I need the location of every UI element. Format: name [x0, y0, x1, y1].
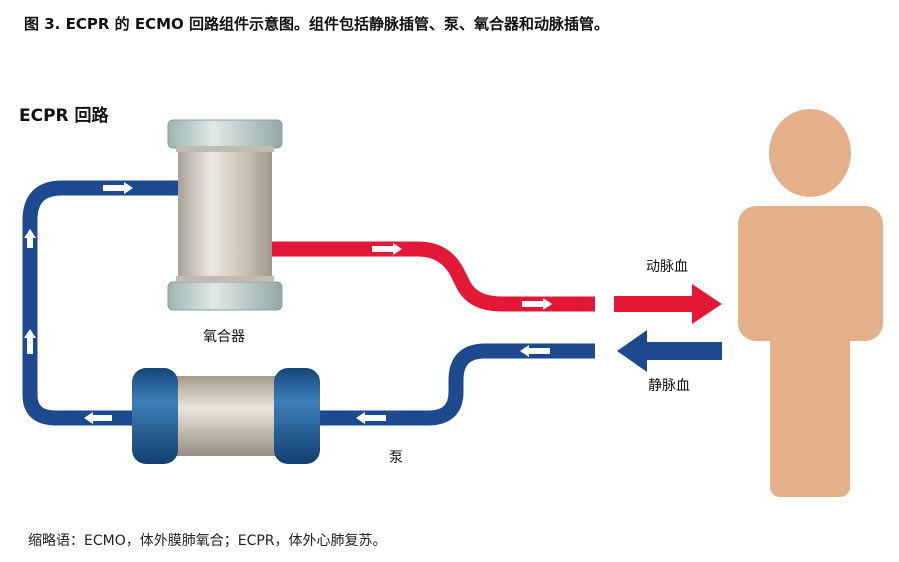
- flow-arrow-icon: [372, 243, 402, 255]
- flow-arrow-icon: [24, 329, 36, 354]
- venous-flow-arrow-icon: [617, 330, 722, 372]
- flow-arrow-icon: [103, 182, 133, 194]
- circuit-heading: ECPR 回路: [19, 105, 110, 126]
- flow-arrow-icon: [522, 298, 552, 310]
- flow-arrow-icon: [356, 412, 386, 424]
- pump-label: 泵: [389, 450, 403, 466]
- flow-arrow-icon: [84, 412, 112, 424]
- oxygenator: [167, 119, 283, 311]
- venous-tubing-left-loop: [22, 180, 192, 426]
- venous-tubing-return: [320, 343, 595, 426]
- abbreviations-footnote: 缩略语：ECMO，体外膜肺氧合；ECPR，体外心肺复苏。: [28, 533, 387, 549]
- flow-arrow-icon: [24, 229, 36, 248]
- arterial-flow-arrow-icon: [614, 284, 722, 324]
- venous-blood-label: 静脉血: [648, 378, 690, 394]
- arterial-blood-label: 动脉血: [646, 259, 688, 275]
- flow-arrow-icon: [520, 345, 550, 357]
- arterial-tubing: [272, 241, 595, 312]
- oxygenator-label: 氧合器: [203, 329, 245, 345]
- patient-figure: [738, 109, 883, 497]
- pump: [132, 368, 320, 464]
- figure-title: 图 3. ECPR 的 ECMO 回路组件示意图。组件包括静脉插管、泵、氧合器和…: [24, 15, 609, 33]
